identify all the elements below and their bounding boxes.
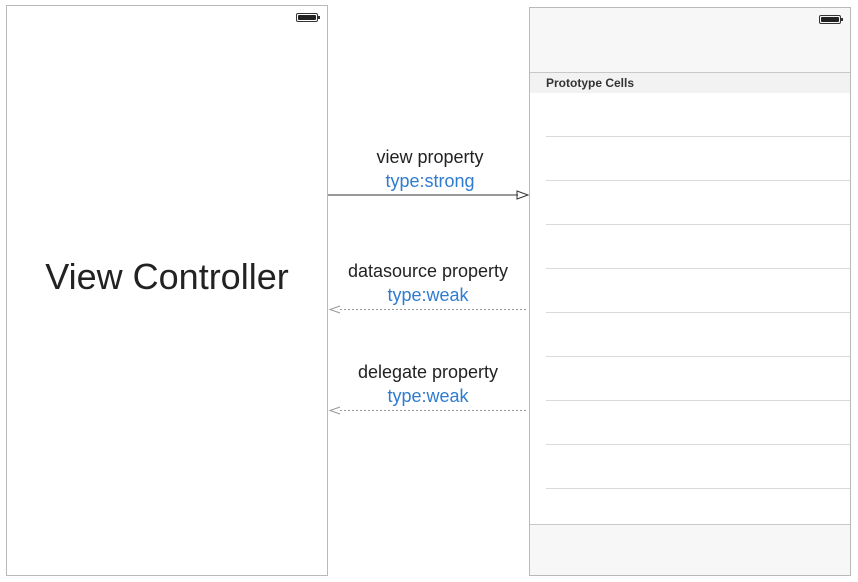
view-property-type: type:strong	[385, 171, 475, 191]
cell-separator	[546, 444, 850, 445]
datasource-property-arrow	[328, 305, 528, 314]
battery-icon	[819, 15, 843, 24]
table-view[interactable]	[530, 93, 850, 525]
navigation-bar	[530, 8, 850, 73]
datasource-property-type: type:weak	[387, 285, 469, 305]
view-property-arrow	[328, 190, 530, 200]
cell-separator	[546, 180, 850, 181]
view-property-label: view property type:strong	[330, 145, 530, 193]
delegate-property-type: type:weak	[387, 386, 469, 406]
table-view-controller-screen: Prototype Cells	[529, 7, 851, 576]
prototype-cells-header: Prototype Cells	[530, 73, 850, 93]
battery-icon	[296, 13, 320, 22]
view-property-name: view property	[376, 147, 484, 167]
cell-separator	[546, 488, 850, 489]
cell-separator	[546, 136, 850, 137]
delegate-property-label: delegate property type:weak	[328, 360, 528, 408]
delegate-property-name: delegate property	[357, 362, 499, 382]
bottom-toolbar	[530, 524, 850, 575]
cell-separator	[546, 356, 850, 357]
delegate-property-arrow	[328, 406, 528, 415]
view-controller-screen: View Controller	[6, 5, 328, 576]
view-controller-title: View Controller	[45, 256, 289, 297]
datasource-property-label: datasource property type:weak	[328, 259, 528, 307]
datasource-property-name: datasource property	[347, 261, 509, 281]
cell-separator	[546, 268, 850, 269]
cell-separator	[546, 224, 850, 225]
cell-separator	[546, 400, 850, 401]
cell-separator	[546, 312, 850, 313]
